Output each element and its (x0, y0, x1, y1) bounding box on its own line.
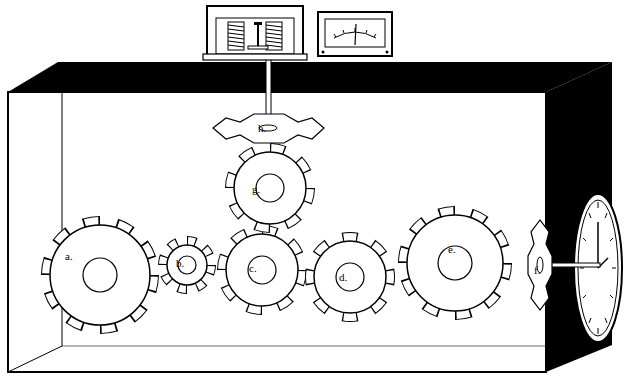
gear (222, 230, 302, 310)
gear (46, 221, 154, 329)
part-label: d. (339, 271, 347, 283)
gear (403, 211, 507, 315)
part-label: h. (258, 122, 266, 134)
plate (528, 220, 552, 310)
inner-wall (62, 346, 546, 347)
clock-face (574, 194, 622, 342)
box-top (8, 62, 612, 92)
part-label: c. (249, 262, 257, 274)
part-label: f. (534, 264, 540, 276)
gear (230, 148, 310, 228)
gear (310, 237, 390, 317)
part-label: b. (176, 257, 184, 269)
coil-unit (203, 6, 307, 60)
meter (318, 12, 392, 56)
part-label: a. (65, 250, 73, 262)
inner-wall (8, 346, 62, 372)
part-label: g. (252, 183, 260, 195)
box-front (8, 92, 546, 372)
gear (163, 241, 211, 289)
part-label: e. (448, 243, 456, 255)
plate (213, 114, 324, 143)
